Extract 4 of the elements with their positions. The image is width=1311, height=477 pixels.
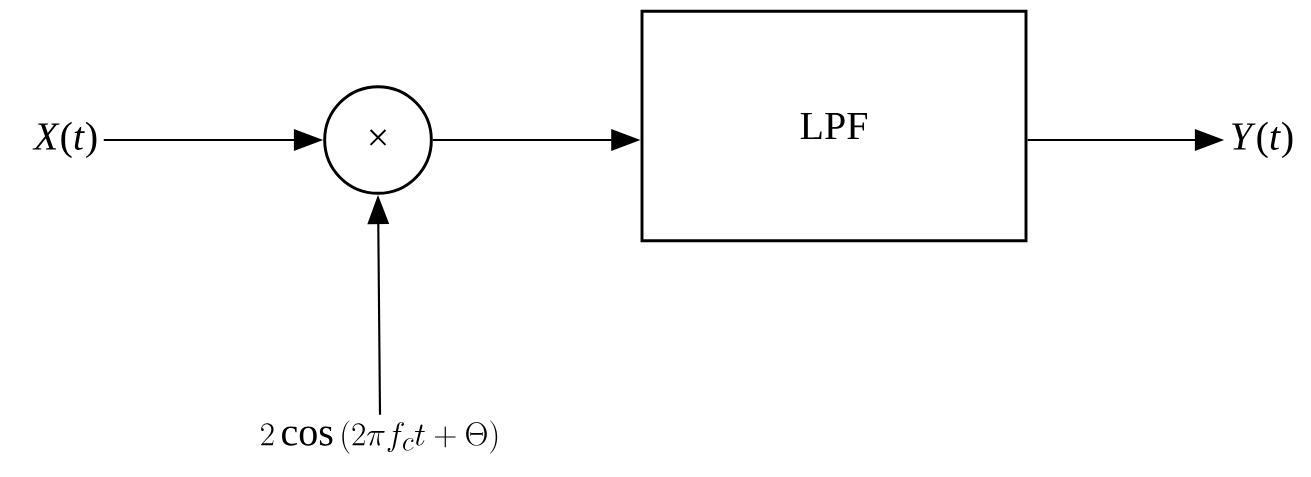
- carrier-formula: $2 \cos\,(2\pi f_{c} t + \Theta)$: [261, 420, 498, 454]
- signal-label: Y(t): [1232, 121, 1293, 159]
- signal-label: X(t): [32, 121, 97, 159]
- filter-box: LPF: [640, 9, 1028, 243]
